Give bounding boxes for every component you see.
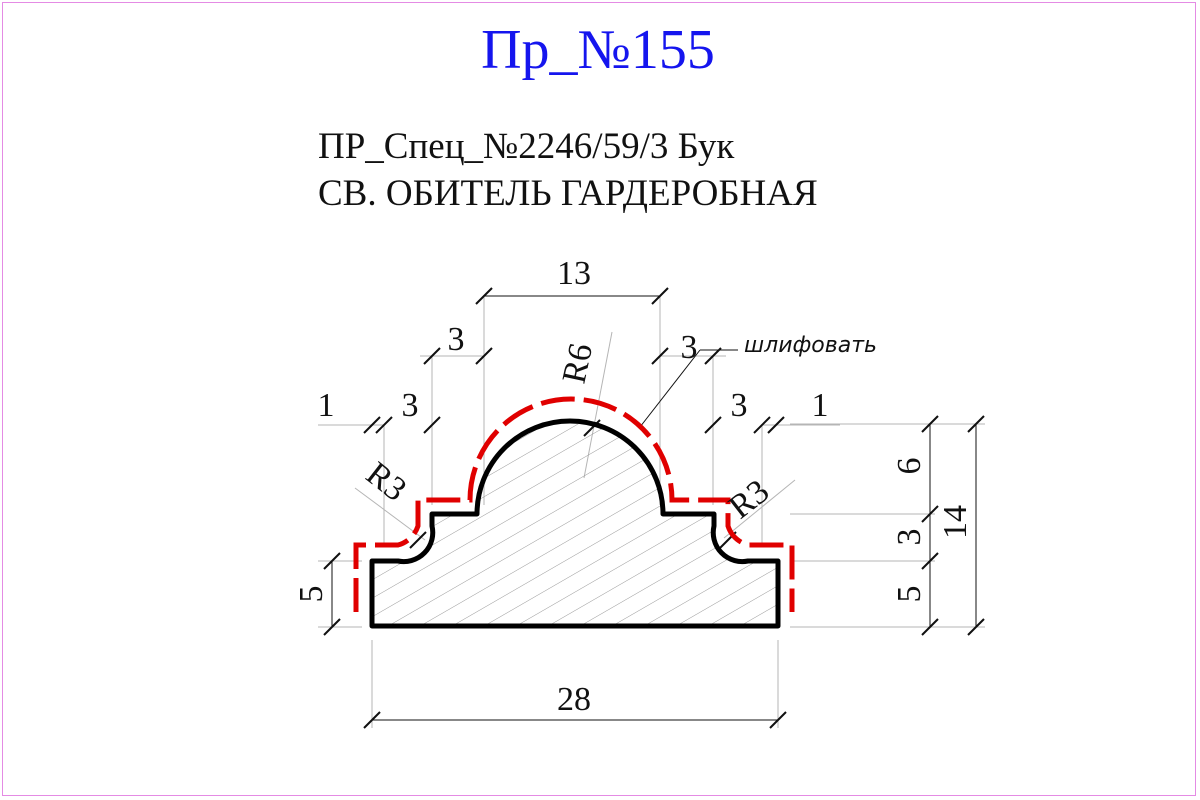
dim-right-step-b: 3: [731, 387, 748, 424]
dim-radius-top: R6: [556, 340, 600, 387]
dim-right-height-bottom: 5: [891, 586, 928, 603]
dim-left-height: 5: [293, 586, 330, 603]
sanding-note: шлифовать: [744, 333, 877, 358]
profile-title: Пр_№155: [481, 19, 715, 81]
dim-left-edge: 1: [318, 387, 335, 424]
dim-top-width: 13: [557, 255, 591, 292]
dim-radius-left: R3: [359, 455, 413, 509]
dim-left-step-a: 3: [448, 321, 465, 358]
dim-right-height-mid: 3: [891, 529, 928, 546]
stock-offset-outline: [353, 396, 795, 612]
dim-right-height-top: 6: [891, 458, 928, 475]
dim-total-width: 28: [557, 681, 591, 718]
dim-right-step-a: 3: [681, 329, 698, 366]
dim-total-height: 14: [937, 505, 974, 539]
profile-outline: [369, 418, 781, 629]
dim-left-step-b: 3: [402, 387, 419, 424]
project-line: СВ. ОБИТЕЛЬ ГАРДЕРОБНАЯ: [318, 173, 818, 214]
spec-line: ПР_Спец_№2246/59/3 Бук: [318, 126, 735, 167]
dim-right-edge: 1: [812, 387, 829, 424]
